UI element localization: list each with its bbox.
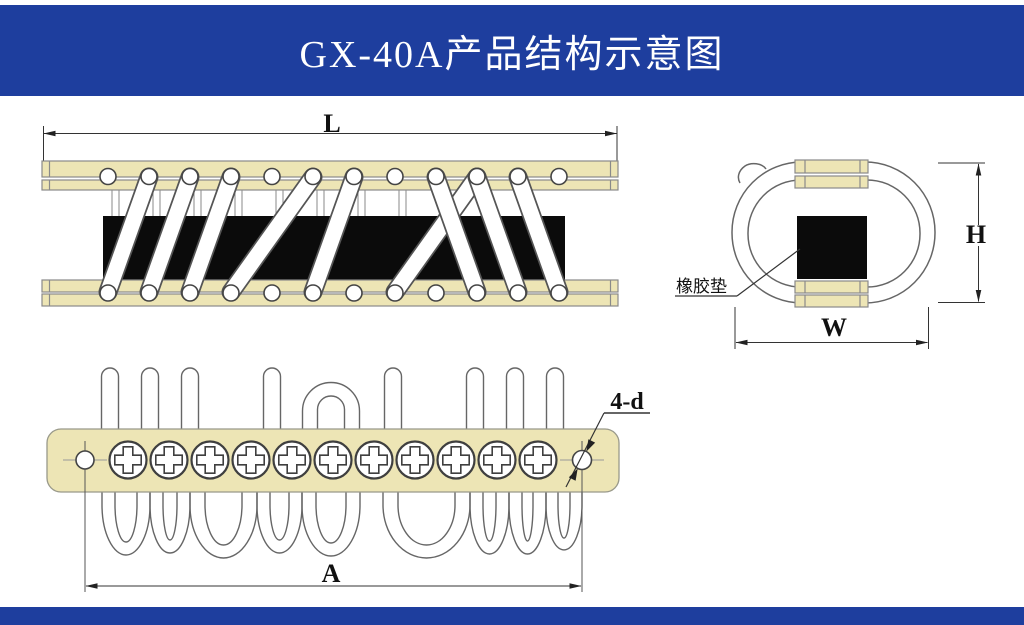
dim-label-h: H <box>966 220 986 249</box>
center-arch-inner <box>316 395 346 432</box>
top-view: 4-d A <box>46 367 650 592</box>
rubber-pad-leader <box>736 248 801 297</box>
lower-rope-loops <box>101 488 583 559</box>
side-view: L <box>41 109 619 307</box>
title-banner: GX-40A产品结构示意图 <box>0 5 1024 96</box>
dimension-l <box>43 126 618 162</box>
footer-bar <box>0 607 1024 625</box>
center-arch-outer <box>301 381 361 432</box>
end-view: H W 橡胶垫 <box>675 159 991 349</box>
rubber-pad-callout: 橡胶垫 <box>675 248 801 297</box>
rope-holes-bottom <box>99 284 568 302</box>
top-plate-side <box>41 160 619 191</box>
upper-rope-loops <box>100 367 565 433</box>
rope-end-hook <box>737 162 767 184</box>
hole-label: 4-d <box>610 389 644 415</box>
bottom-plate-side <box>41 279 619 307</box>
rope-holes-top <box>99 167 568 186</box>
dim-label-a: A <box>322 559 341 588</box>
screws <box>108 440 558 480</box>
dim-label-w: W <box>821 313 847 342</box>
page-title: GX-40A产品结构示意图 <box>299 34 725 76</box>
label-mask <box>962 225 991 246</box>
end-plate-top <box>794 159 869 189</box>
rubber-pad-label: 橡胶垫 <box>676 277 727 296</box>
wire-rope-tubes <box>98 167 569 302</box>
dimension-w <box>734 307 929 349</box>
hole-callout: 4-d <box>565 389 650 488</box>
corner-hole-left <box>63 441 107 592</box>
dim-label-l: L <box>323 109 340 138</box>
rubber-pad-end <box>797 216 867 279</box>
end-plate-bottom <box>794 280 869 308</box>
